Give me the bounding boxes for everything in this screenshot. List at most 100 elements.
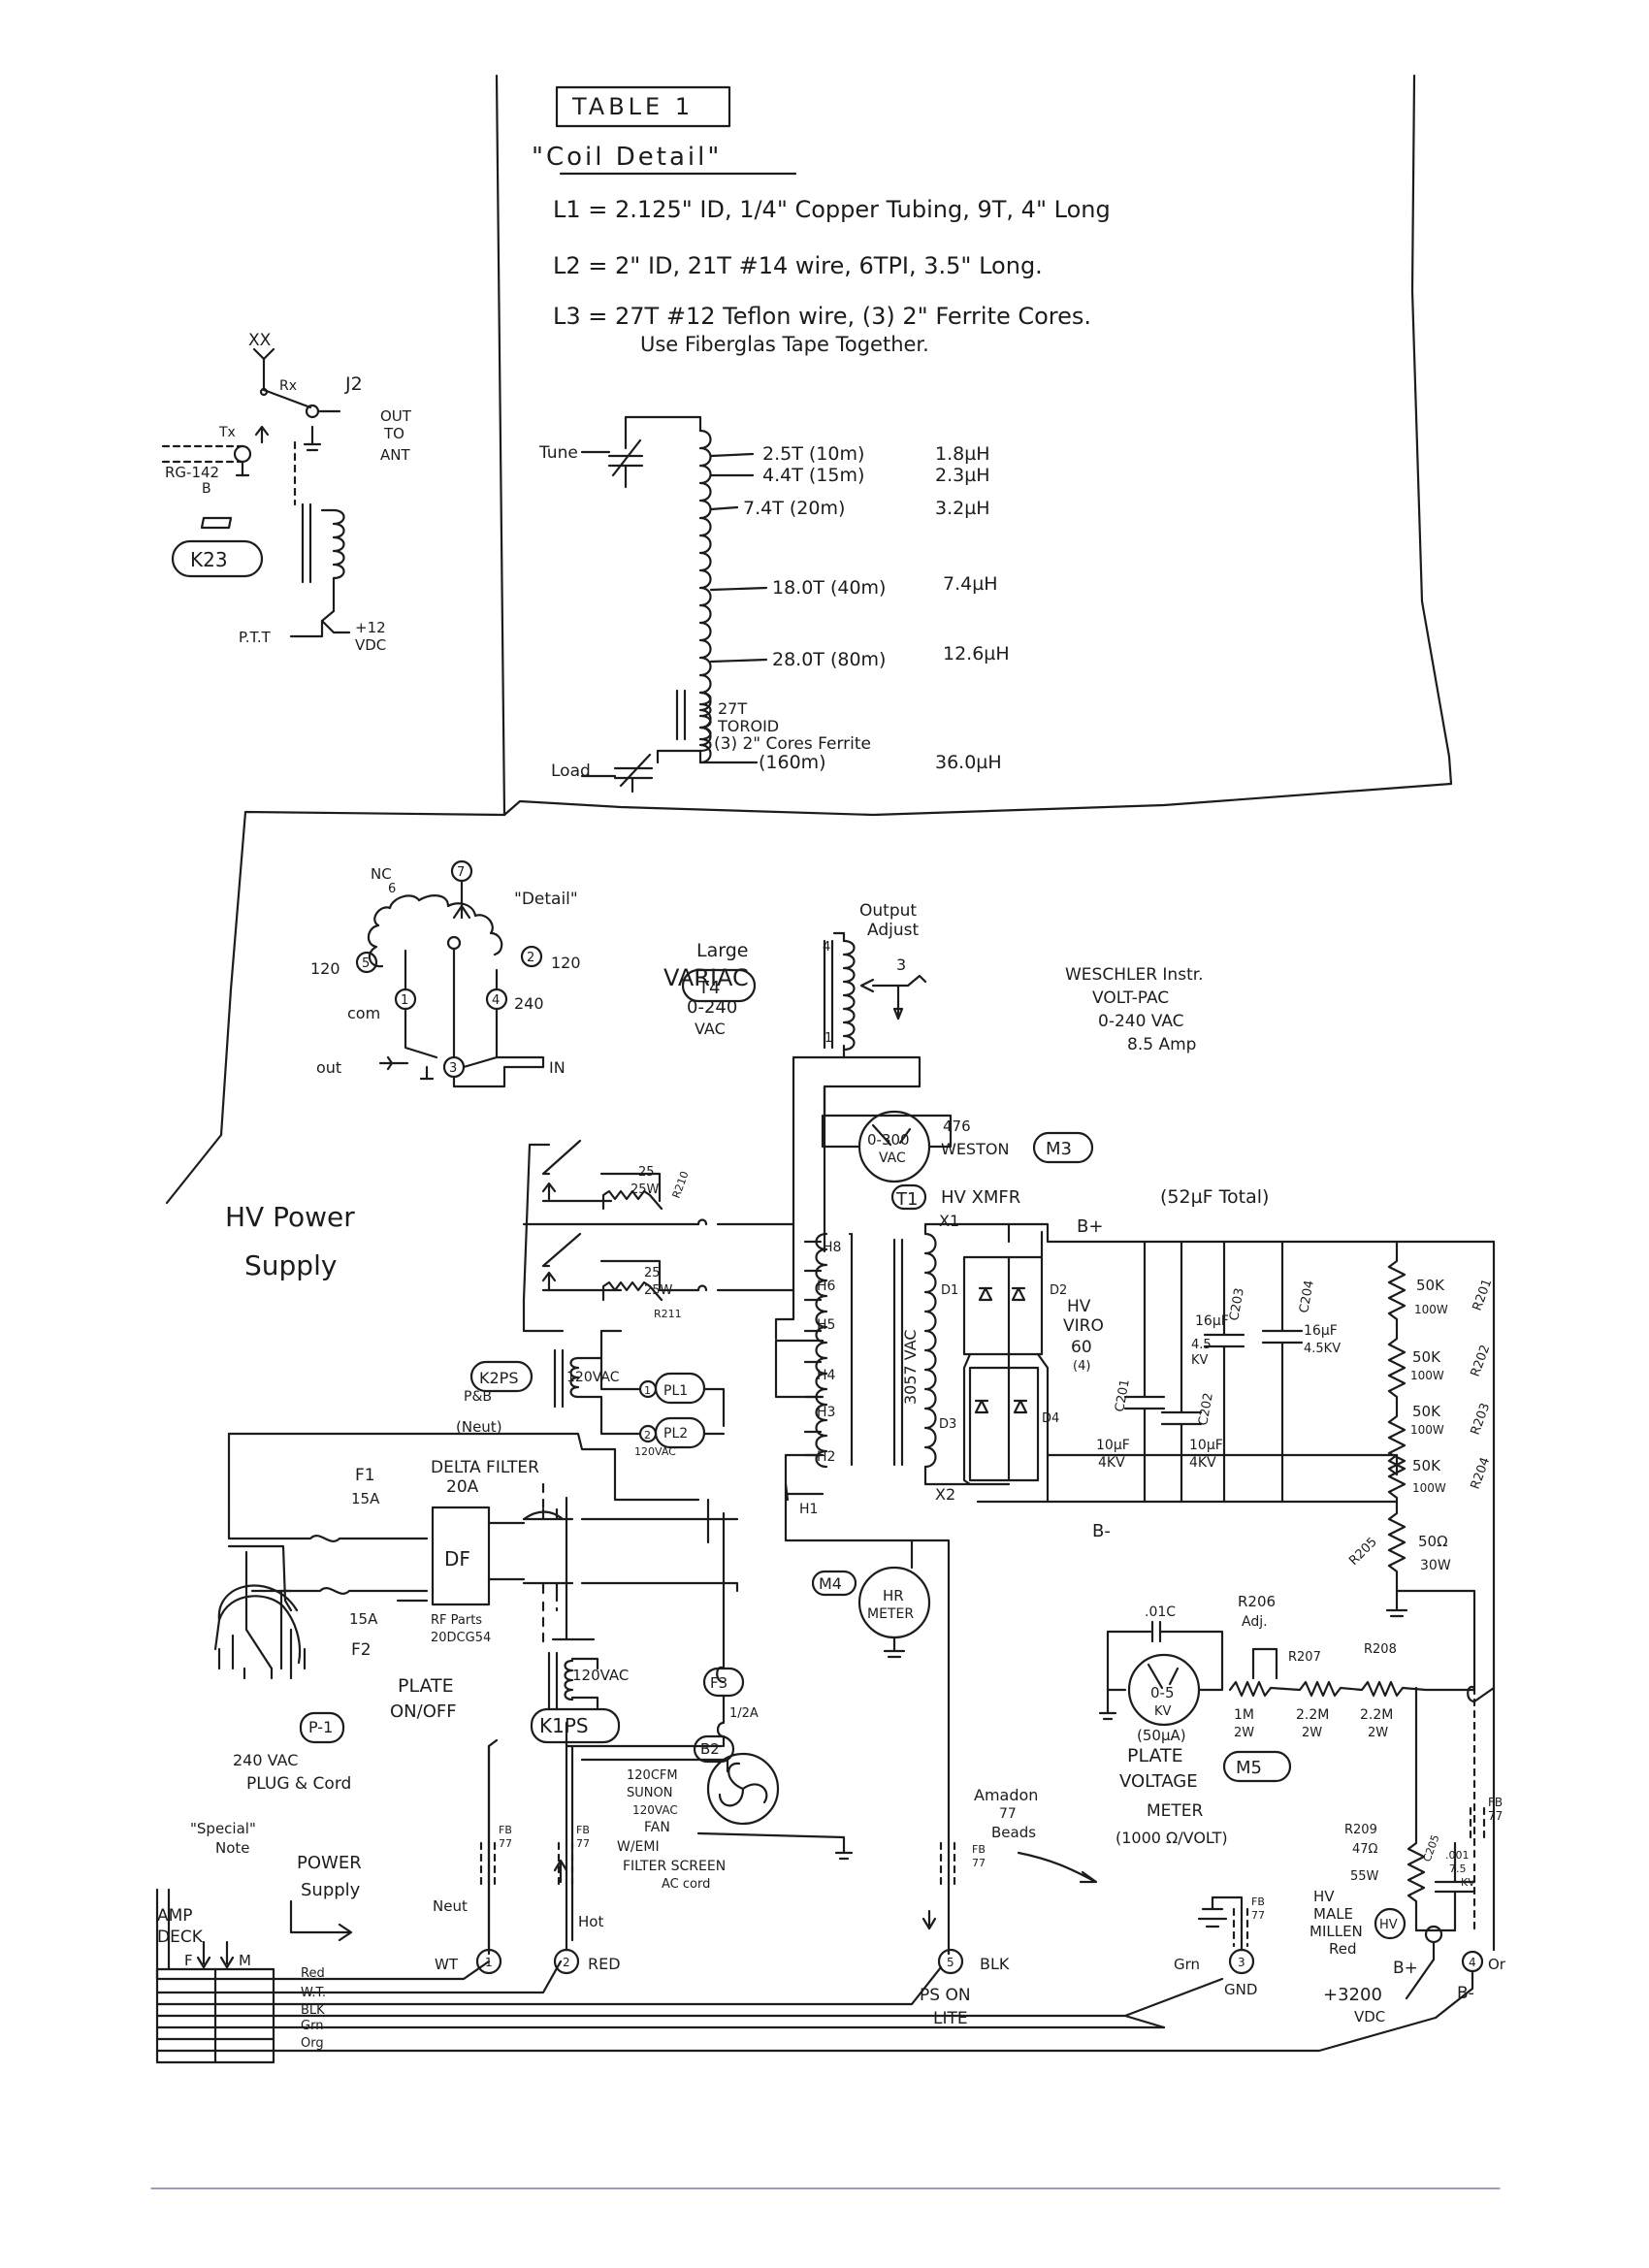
relay-12v: +12 — [355, 619, 386, 636]
hv-conn-4: Red — [1329, 1940, 1357, 1958]
m3-face-range: 0-300 — [867, 1131, 910, 1149]
hv-transformer — [774, 1085, 1496, 1502]
relay-ptt: P.T.T — [239, 629, 272, 646]
pl1-ref: PL1 — [663, 1383, 688, 1399]
m5-label-3: METER — [1147, 1801, 1204, 1821]
r211-val: 25 — [644, 1266, 661, 1280]
pin-4-label: Or — [1488, 1956, 1506, 1973]
toroid-label: TOROID — [717, 717, 779, 735]
r204-w: 100W — [1412, 1481, 1446, 1495]
filter-part: 20DCG54 — [431, 1631, 491, 1645]
r209-ref: R209 — [1344, 1823, 1377, 1837]
pl1-pin: 1 — [644, 1384, 651, 1397]
hv-conn-1: HV — [1313, 1888, 1335, 1905]
wire-org: Org — [301, 2036, 324, 2051]
r202-w: 100W — [1410, 1369, 1444, 1382]
detail-n7: 7 — [457, 865, 465, 880]
r206-w: 2W — [1234, 1726, 1254, 1740]
f3-ref: F3 — [710, 1674, 728, 1692]
pin-3-label: Grn — [1174, 1956, 1200, 1973]
fan-label: FAN — [644, 1820, 670, 1835]
hv-symbol: HV — [1379, 1918, 1398, 1932]
plug-voltage: 240 VAC — [233, 1751, 298, 1769]
pin-1-num: 1 — [485, 1956, 493, 1969]
amidon-1: Amadon — [974, 1786, 1038, 1804]
special-note-1: "Special" — [190, 1820, 256, 1837]
tap-h7: H7 — [826, 1254, 828, 1256]
r201-ref: R201 — [1471, 1277, 1496, 1312]
r206-ref: R206 — [1238, 1593, 1276, 1610]
r209-w: 55W — [1350, 1869, 1379, 1884]
meter-m5 — [1098, 1620, 1496, 1783]
meter-m4 — [784, 1482, 951, 1956]
variac-tap-1: 1 — [824, 1031, 832, 1046]
r209-c205 — [1374, 1686, 1496, 2020]
hv-voltage: +3200 — [1323, 1985, 1382, 2005]
relay-xx: XX — [248, 331, 272, 350]
r202-ref: R202 — [1469, 1343, 1494, 1378]
k2-coil: 120VAC — [566, 1370, 620, 1385]
coil-load-label: Load — [551, 761, 591, 781]
tap-h3: H3 — [817, 1405, 835, 1420]
rect-count: (4) — [1073, 1359, 1090, 1374]
relay-ant: ANT — [380, 446, 410, 464]
r203-ref: R203 — [1469, 1401, 1494, 1437]
wire-blk: BLK — [301, 2003, 325, 2018]
c201-kv: 4KV — [1098, 1455, 1125, 1471]
m3-model-name: WESTON — [941, 1140, 1009, 1158]
m5-label-2: VOLTAGE — [1119, 1771, 1198, 1792]
r210-val: 25 — [638, 1165, 655, 1180]
fan-mfr: SUNON — [627, 1786, 672, 1800]
variac-tap-3: 3 — [896, 956, 906, 974]
c201-val: 10µF — [1096, 1438, 1130, 1453]
detail-out: out — [316, 1058, 341, 1077]
c204-ref: C204 — [1297, 1280, 1317, 1314]
r206-val: 1M — [1234, 1707, 1254, 1723]
detail-n4: 4 — [492, 993, 500, 1008]
m4-ref: M4 — [819, 1574, 842, 1593]
detail-240: 240 — [514, 994, 544, 1013]
coil-tap-2-l: 2.3µH — [935, 465, 990, 486]
meter-m3 — [821, 1110, 1094, 1211]
filter-name: DELTA FILTER — [431, 1458, 539, 1477]
coil-tune-label: Tune — [538, 443, 578, 463]
plate-switch-2: ON/OFF — [390, 1701, 457, 1722]
fb-c-2: 77 — [972, 1857, 986, 1869]
m3-ref: M3 — [1046, 1139, 1072, 1159]
detail-n1: 1 — [401, 993, 408, 1008]
rect-60: 60 — [1071, 1338, 1092, 1357]
plate-switch-1: PLATE — [398, 1675, 454, 1697]
special-note-2: Note — [215, 1839, 250, 1857]
tap-h8: H8 — [823, 1240, 841, 1255]
hv-vdc: VDC — [1354, 2008, 1385, 2025]
r205-w: 30W — [1420, 1558, 1451, 1573]
variac-adjust-2: Adjust — [867, 921, 919, 940]
detail-com: com — [347, 1004, 380, 1022]
section-divider — [165, 810, 506, 1205]
coil-tap-4-l: 7.4µH — [943, 573, 998, 595]
fb-a-1: FB — [499, 1824, 512, 1836]
pin-5-num: 5 — [947, 1956, 954, 1969]
xfmr-x2: X2 — [935, 1485, 955, 1504]
c203-v2: 4.5 — [1191, 1338, 1212, 1352]
bridge-rectifier — [962, 1230, 1399, 1486]
relay-coax: RG-142 — [165, 464, 219, 481]
pl2-pin: 2 — [644, 1429, 651, 1442]
hv-conn-2: MALE — [1313, 1905, 1353, 1923]
r205-val: 50Ω — [1418, 1533, 1448, 1550]
m5-ref: M5 — [1236, 1758, 1262, 1778]
wire-red: Red — [301, 1966, 325, 1981]
connector-wiring — [155, 1744, 1486, 2064]
fan-volt: 120VAC — [632, 1803, 678, 1817]
hv-conn-3: MILLEN — [1310, 1923, 1363, 1940]
amidon-2: 77 — [999, 1806, 1017, 1822]
table-line-l3: L3 = 27T #12 Teflon wire, (3) 2" Ferrite… — [553, 303, 1091, 330]
pl2-ref: PL2 — [663, 1426, 688, 1442]
coil-diagram — [580, 415, 768, 794]
pin-4-num: 4 — [1469, 1956, 1476, 1969]
r201-w: 100W — [1414, 1303, 1448, 1316]
fb-b-1: FB — [576, 1824, 590, 1836]
coil-tap-5-l: 12.6µH — [943, 643, 1010, 664]
r205-ref: R205 — [1346, 1535, 1380, 1569]
c202-kv: 4KV — [1189, 1455, 1216, 1471]
